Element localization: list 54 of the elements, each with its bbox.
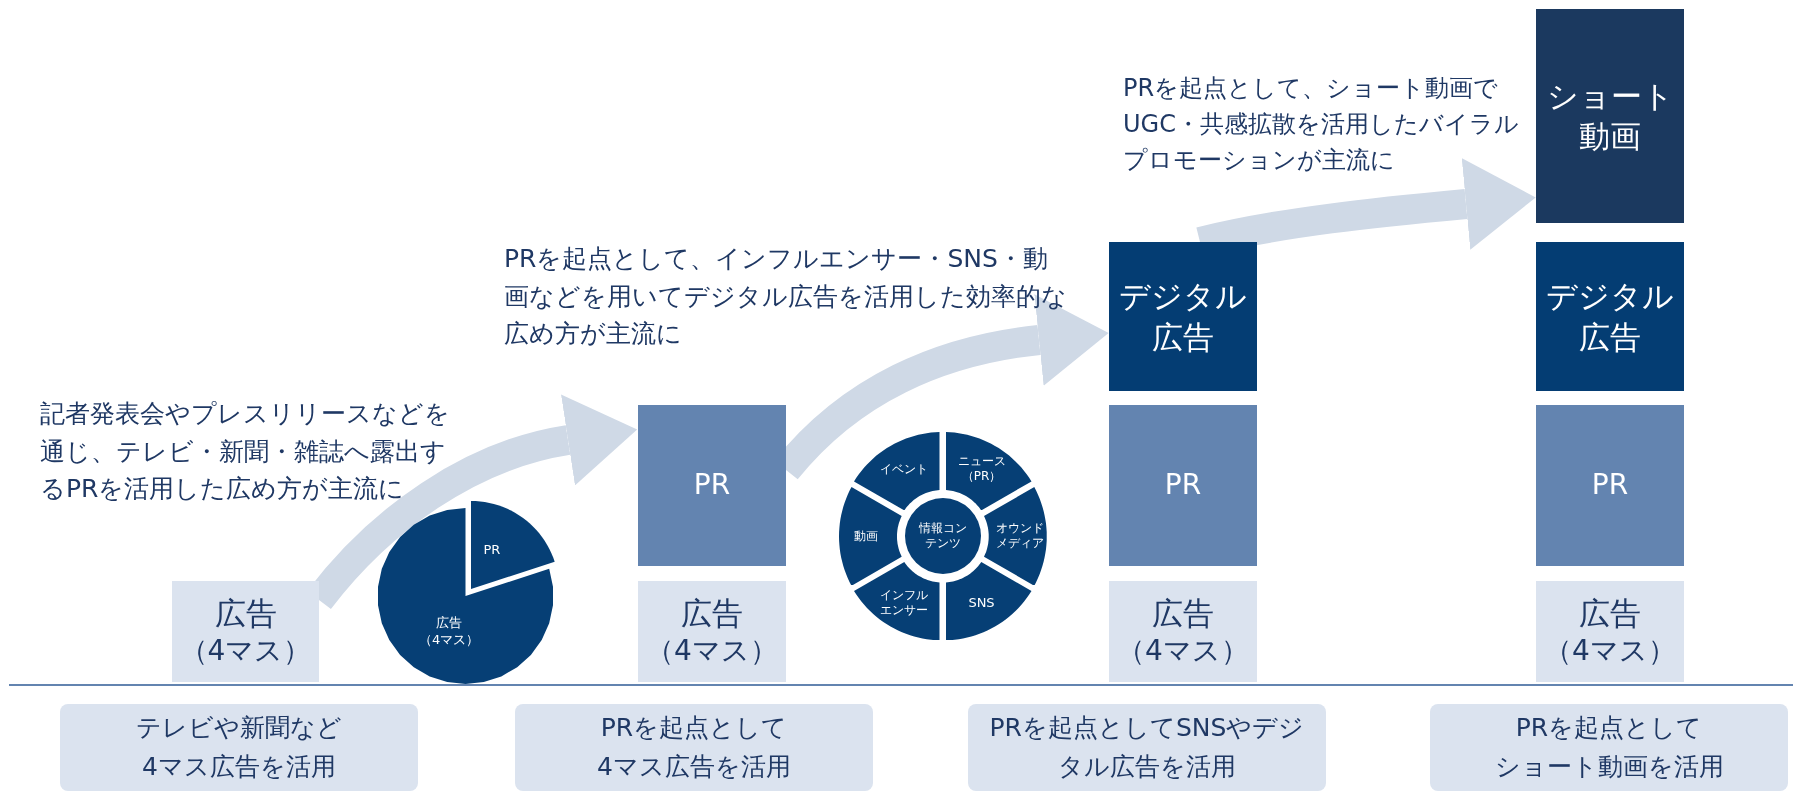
hub-circle [905,498,981,574]
caption-box [1430,704,1788,791]
stack-block [1536,405,1684,566]
stack-block [638,405,786,566]
ring-segment [946,432,1032,511]
caption-text: テレビや新聞など4マス広告を活用 [135,711,343,783]
caption-text: PRを起点としてSNSやデジタル広告を活用 [988,711,1306,783]
stack-block [1109,405,1257,566]
description-text: 記者発表会やプレスリリースなどを通じ、テレビ・新聞・雑誌へ露出するPRを活用した広め方が主流に [40,398,451,505]
segment-label: ニュース（PR） [957,454,1006,485]
block-label: （4マス） [645,633,779,670]
block-label: 広告 [680,594,744,634]
block-label: PR [1590,467,1630,504]
block-label: （4マス） [1116,633,1250,670]
block-label: PR [1163,467,1203,504]
block-label: （4マス） [1543,633,1677,670]
slice-label: （4マス） [418,632,481,649]
description-text: PRを起点として、ショート動画でUGC・共感拡散を活用したバイラルプロモーションが主流に [1123,73,1520,176]
stack-block [172,581,319,682]
caption-box [968,704,1326,791]
block-label: デジタル広告 [1118,277,1248,357]
stack-block [638,581,786,682]
block-label: （4マス） [178,633,313,670]
block-label: ショート動画 [1545,76,1675,156]
ring-segment [984,486,1047,586]
segment-label: SNS [967,594,996,611]
ring-segment [854,561,940,640]
block-label: 広告 [213,594,278,634]
caption-text: PRを起点としてショート動画を活用 [1493,711,1725,783]
segment-label: インフルエンサー [880,587,929,618]
stack-block [1109,242,1257,391]
pie-slice [471,500,555,589]
caption-text: PRを起点として4マス広告を活用 [596,711,792,783]
description-text: PRを起点として、インフルエンサー・SNS・動画などを用いてデジタル広告を活用した効率的な広め方が主流に [504,243,1068,350]
stack-block [1536,581,1684,682]
segment-label: 情報コンテンツ [918,521,968,551]
stack-block [1536,242,1684,391]
ring-segment [839,486,902,586]
segment-label: オウンドメディア [996,521,1044,551]
segment-label: 動画 [853,528,879,544]
caption-box [515,704,873,791]
block-label: PR [692,467,732,504]
slice-label: PR [482,541,502,558]
segment-label: イベント [879,461,930,477]
pie-slice [378,508,554,684]
block-label: デジタル広告 [1545,277,1675,357]
stack-block [1536,9,1684,223]
block-label: 広告 [1151,594,1215,634]
ring-segment [946,561,1032,640]
stack-block [1109,581,1257,682]
caption-box [60,704,418,791]
block-label: 広告 [1578,594,1642,634]
ring-segment [854,432,940,511]
slice-label: 広告 [435,615,464,632]
